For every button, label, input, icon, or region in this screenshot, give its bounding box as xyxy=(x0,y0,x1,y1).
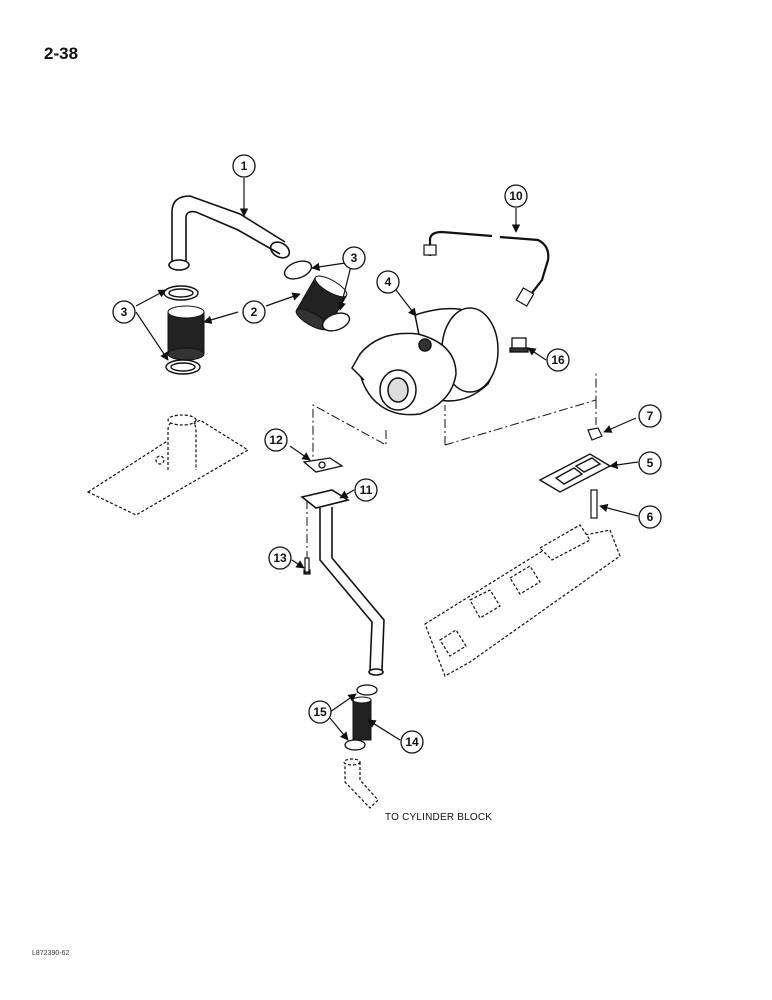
callout-7-label: 7 xyxy=(647,409,654,423)
callout-6-label: 6 xyxy=(647,510,654,524)
leader-arrows xyxy=(135,178,639,741)
hose-left xyxy=(167,305,205,361)
callout-13 xyxy=(268,546,292,570)
callout-6 xyxy=(638,505,662,529)
figure-reference: L872390-62 xyxy=(32,950,70,957)
alignment-lines xyxy=(306,372,597,560)
callout-5-label: 5 xyxy=(647,456,654,470)
callout-10-label: 10 xyxy=(509,189,523,203)
callout-14-label: 14 xyxy=(405,735,419,749)
callout-4 xyxy=(376,270,400,294)
callout-1 xyxy=(232,154,256,178)
callout-10 xyxy=(504,184,528,208)
callout-3-left-label: 3 xyxy=(121,305,128,319)
callout-15-label: 15 xyxy=(313,705,327,719)
nut-7 xyxy=(587,427,603,441)
bolt-13 xyxy=(303,557,311,575)
callout-3-left xyxy=(112,300,136,324)
callout-14 xyxy=(400,730,424,754)
callout-15 xyxy=(308,700,332,724)
hose-right xyxy=(295,275,348,331)
return-hose-clamps xyxy=(344,684,378,751)
callout-2 xyxy=(242,300,266,324)
callout-bubbles xyxy=(112,154,662,754)
callout-3-right-label: 3 xyxy=(351,251,358,265)
return-hose xyxy=(352,696,372,741)
callout-12 xyxy=(264,428,288,452)
callout-16 xyxy=(546,348,570,372)
cylinder-block-fitting xyxy=(343,758,379,809)
callout-12-label: 12 xyxy=(269,433,283,447)
page-number: 2-38 xyxy=(44,44,79,63)
caption-to-cylinder-block: TO CYLINDER BLOCK xyxy=(385,812,493,823)
oil-supply-line xyxy=(423,230,550,307)
turbocharger xyxy=(351,307,499,416)
callout-7 xyxy=(638,404,662,428)
stud-6 xyxy=(590,489,598,519)
callout-4-label: 4 xyxy=(385,275,392,289)
fitting-16 xyxy=(509,337,529,353)
manifold-gasket xyxy=(538,453,612,493)
callout-16-label: 16 xyxy=(551,353,565,367)
oil-return-gasket xyxy=(302,457,344,473)
exhaust-outlet-flange xyxy=(86,414,250,516)
callout-13-label: 13 xyxy=(273,551,287,565)
oil-return-tube xyxy=(300,489,385,676)
callout-5 xyxy=(638,451,662,475)
hose-clamps xyxy=(163,260,351,375)
exhaust-manifold xyxy=(424,524,621,677)
callout-11-label: 11 xyxy=(360,483,373,497)
callout-3-right xyxy=(342,246,366,270)
callout-2-label: 2 xyxy=(251,305,258,319)
callout-1-label: 1 xyxy=(241,159,248,173)
intake-elbow-tube xyxy=(168,195,291,271)
callout-11 xyxy=(354,478,378,502)
